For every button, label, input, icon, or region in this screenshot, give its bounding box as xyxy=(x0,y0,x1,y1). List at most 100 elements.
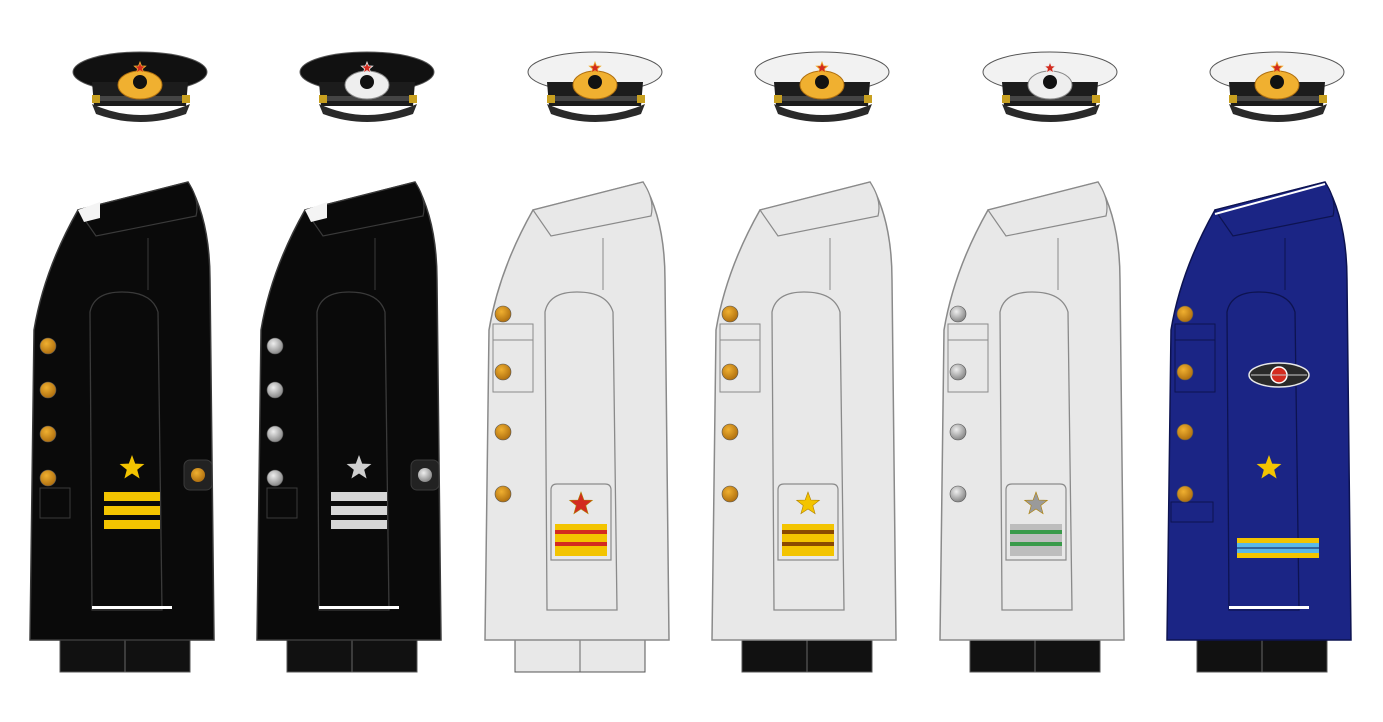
rank-stripe xyxy=(104,492,160,501)
cuff-insignia xyxy=(1005,483,1067,561)
chest-pocket xyxy=(719,323,761,393)
cuff-insignia xyxy=(1237,455,1319,558)
jacket-body xyxy=(711,181,897,641)
jacket-collar xyxy=(1214,181,1335,237)
hem-stripe xyxy=(319,606,399,609)
cap-strap-button xyxy=(1319,95,1327,103)
jacket xyxy=(484,181,670,641)
star-icon xyxy=(1023,491,1049,515)
star-icon xyxy=(346,455,372,479)
jacket xyxy=(256,181,442,641)
rank-stripe xyxy=(555,542,607,546)
jacket-button-icon xyxy=(39,381,57,399)
cap-strap-button xyxy=(1092,95,1100,103)
peaked-cap xyxy=(299,51,435,122)
jacket-button-icon xyxy=(266,425,284,443)
cap-strap-button xyxy=(319,95,327,103)
jacket-button-icon xyxy=(949,305,967,323)
jacket-collar xyxy=(77,181,198,237)
uniform-3 xyxy=(484,51,670,673)
sleeve xyxy=(544,291,618,611)
jacket-body xyxy=(29,181,215,641)
cap-badge-icon xyxy=(117,60,163,100)
jacket-body xyxy=(256,181,442,641)
jacket-body xyxy=(484,181,670,641)
shirt-collar xyxy=(305,202,327,222)
jacket-collar xyxy=(987,181,1108,237)
peaked-cap xyxy=(982,51,1118,122)
jacket-collar xyxy=(759,181,880,237)
cap-strap-button xyxy=(409,95,417,103)
cap-badge-icon xyxy=(1254,60,1300,100)
collar-piping xyxy=(1214,183,1326,215)
jacket-button-icon xyxy=(266,381,284,399)
jacket-button-icon xyxy=(494,363,512,381)
cap-visor xyxy=(774,104,872,122)
jacket-button-icon xyxy=(266,337,284,355)
star-icon xyxy=(119,455,145,479)
sleeve xyxy=(999,291,1073,611)
jacket-button-icon xyxy=(721,485,739,503)
uniform-2 xyxy=(256,51,442,673)
jacket-button-icon xyxy=(949,363,967,381)
jacket-button-icon xyxy=(1176,485,1194,503)
cap-strap-button xyxy=(637,95,645,103)
jacket-body xyxy=(939,181,1125,641)
hem-stripe xyxy=(92,606,172,609)
rank-stripe xyxy=(782,542,834,546)
jacket-button-icon xyxy=(1176,305,1194,323)
jacket-button-icon xyxy=(949,423,967,441)
cap-visor xyxy=(1002,104,1100,122)
jacket-button-icon xyxy=(721,305,739,323)
uniform-4 xyxy=(711,51,897,673)
peaked-cap xyxy=(1209,51,1345,122)
jacket-collar xyxy=(532,181,653,237)
cap-visor xyxy=(1229,104,1327,122)
lower-pocket xyxy=(1170,501,1214,523)
cap-visor xyxy=(319,104,417,122)
jacket-button-icon xyxy=(1176,363,1194,381)
cap-badge-icon xyxy=(344,60,390,100)
jacket-button-icon xyxy=(39,337,57,355)
chest-pocket xyxy=(492,323,534,393)
peaked-cap xyxy=(754,51,890,122)
winged-badge-icon xyxy=(1248,362,1310,388)
cuff-tab-button-icon xyxy=(418,468,432,482)
cap-strap-button xyxy=(547,95,555,103)
rank-stripe xyxy=(331,520,387,529)
jacket-button-icon xyxy=(494,305,512,323)
sleeve xyxy=(316,291,390,611)
rank-band xyxy=(782,524,834,556)
rank-stripe xyxy=(1010,530,1062,534)
peaked-cap xyxy=(72,51,208,122)
cap-visor xyxy=(547,104,645,122)
cap-strap-button xyxy=(182,95,190,103)
cap-strap-button xyxy=(92,95,100,103)
shirt-collar xyxy=(78,202,100,222)
hem-stripe xyxy=(1229,606,1309,609)
jacket-button-icon xyxy=(1176,423,1194,441)
jacket xyxy=(29,181,215,641)
jacket-body xyxy=(1166,181,1352,641)
rank-stripe xyxy=(331,506,387,515)
rank-band xyxy=(1010,524,1062,556)
jacket xyxy=(711,181,897,641)
rank-stripe xyxy=(104,506,160,515)
cuff-insignia xyxy=(777,483,839,561)
lower-pocket xyxy=(39,487,71,519)
jacket-button-icon xyxy=(949,485,967,503)
cuff-tab-button-icon xyxy=(191,468,205,482)
jacket-button-icon xyxy=(494,485,512,503)
chest-pocket xyxy=(947,323,989,393)
cuff-insignia xyxy=(104,455,160,529)
sleeve xyxy=(89,291,163,611)
cap-strap-button xyxy=(864,95,872,103)
jacket-button-icon xyxy=(266,469,284,487)
rank-stripe xyxy=(1010,542,1062,546)
cap-strap-button xyxy=(1002,95,1010,103)
jacket-button-icon xyxy=(39,469,57,487)
lower-pocket xyxy=(266,487,298,519)
peaked-cap xyxy=(527,51,663,122)
